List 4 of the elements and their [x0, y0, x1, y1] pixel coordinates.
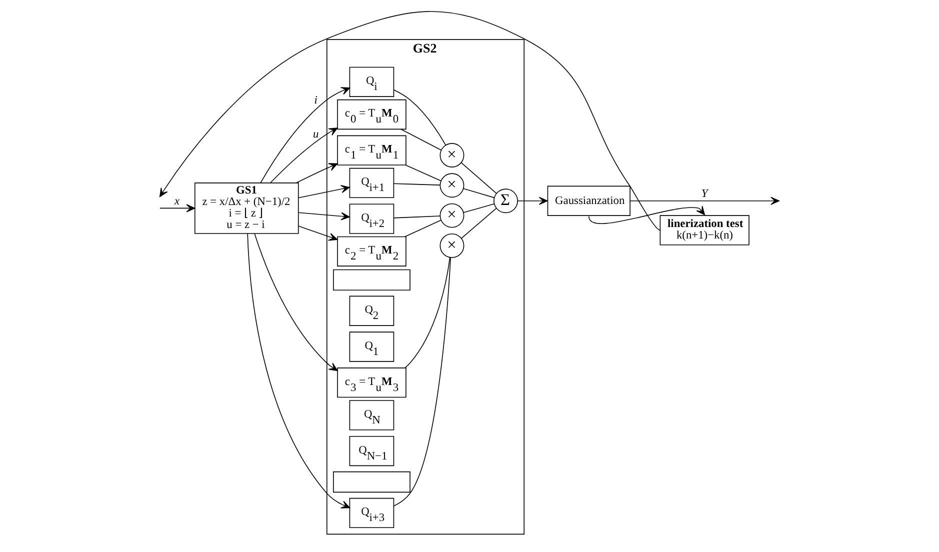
edge-label: x — [174, 195, 180, 208]
edge-label: u — [313, 128, 319, 140]
edge-label: i — [314, 94, 318, 106]
edge-label: Y — [701, 188, 708, 200]
